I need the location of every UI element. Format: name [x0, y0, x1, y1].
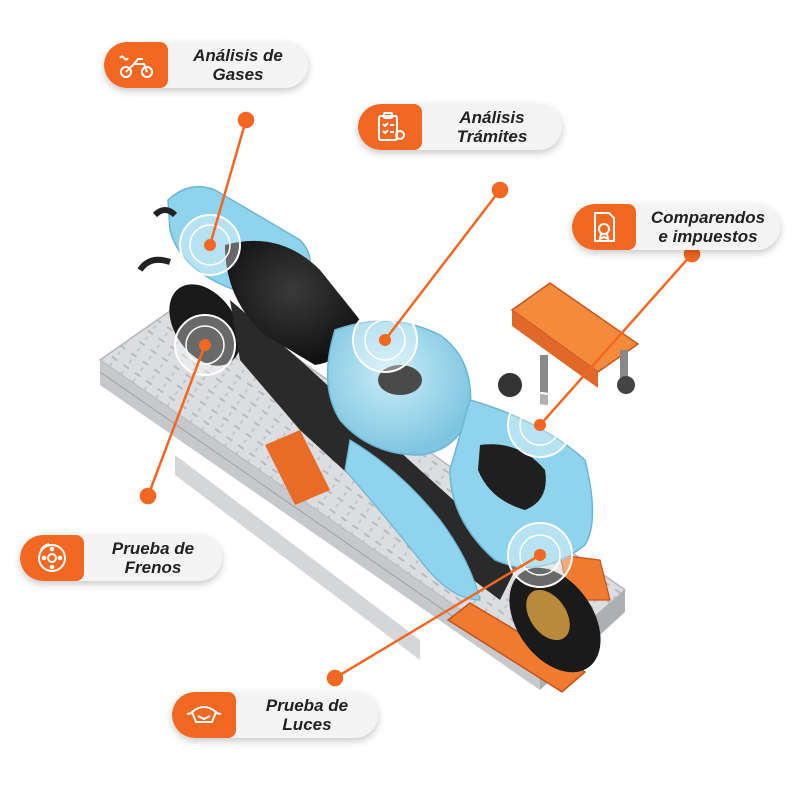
- label-comparendos-impuestos: Comparendos e impuestos: [572, 204, 780, 250]
- label-comparendos-impuestos-text: Comparendos e impuestos: [650, 208, 766, 246]
- brake-disc-icon: [20, 535, 84, 581]
- label-prueba-frenos-text: Prueba de Frenos: [111, 539, 195, 577]
- label-analisis-gases-text: Análisis de Gases: [193, 46, 283, 84]
- wheel-stand: [498, 282, 640, 405]
- leader-line-gases: [208, 119, 248, 246]
- headlight-icon: [172, 692, 236, 738]
- label-analisis-tramites-text: Análisis Trámites: [456, 108, 528, 146]
- label-analisis-tramites: Análisis Trámites: [358, 104, 562, 150]
- leader-dot-frenos: [139, 487, 157, 505]
- clipboard-checklist-icon: [358, 104, 422, 150]
- leader-lines: [139, 111, 701, 687]
- document-seal-icon: [572, 204, 636, 250]
- label-prueba-luces: Prueba de Luces: [172, 692, 378, 738]
- leader-dot-gases: [237, 111, 255, 129]
- leader-line-tramites: [384, 189, 501, 341]
- leader-line-frenos: [146, 344, 207, 497]
- leader-line-comparendos: [539, 253, 693, 426]
- label-analisis-gases: Análisis de Gases: [104, 42, 308, 88]
- leader-dot-luces: [326, 669, 344, 687]
- leader-line-luces: [334, 553, 541, 680]
- label-prueba-frenos: Prueba de Frenos: [20, 535, 222, 581]
- leader-dot-tramites: [491, 181, 509, 199]
- label-prueba-luces-text: Prueba de Luces: [265, 696, 349, 734]
- motorcycle: [137, 185, 601, 673]
- motorcycle-smoke-icon: [104, 42, 168, 88]
